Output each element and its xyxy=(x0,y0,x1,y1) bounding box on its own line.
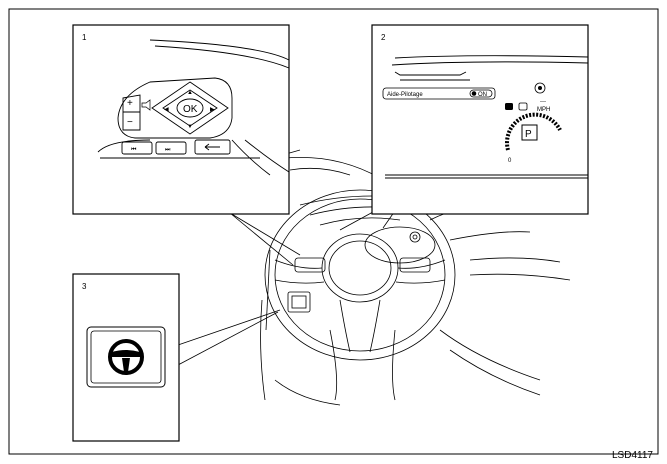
switch-pad xyxy=(97,39,290,176)
vehicle-ahead-icon xyxy=(505,103,513,110)
figure-frame xyxy=(8,8,659,455)
next-track-icon: ⏭ xyxy=(165,147,171,153)
volume-down-label: − xyxy=(127,117,133,128)
menu-item-highlight xyxy=(382,87,496,100)
callout-lines xyxy=(177,174,421,366)
display-bezel xyxy=(385,55,589,179)
panel-2-number: 2 xyxy=(381,33,386,42)
previous-track-icon: ⏮ xyxy=(131,147,137,153)
ok-button-label: OK xyxy=(183,104,198,115)
right-arrow-icon: ▶ xyxy=(210,107,215,113)
switch-labels: + − OK ▲ ▼ ◀ ▶ ⏮ ⏭ xyxy=(127,90,215,153)
gauge-zero-label: 0 xyxy=(508,158,512,164)
toggle-state: ON xyxy=(478,92,487,98)
panel-3-frame xyxy=(72,273,180,442)
steering-wheel-icon xyxy=(108,339,144,375)
panel-2: 2 Aide-Pilotage ON --- MPH P 0 xyxy=(371,24,589,215)
gauge-arc xyxy=(505,112,562,151)
gear-indicator: P xyxy=(525,129,532,140)
panel-1: 1 + − xyxy=(72,24,290,215)
panel-2-frame xyxy=(371,24,589,215)
panel-3-number: 3 xyxy=(82,282,87,291)
panel-1-number: 1 xyxy=(82,33,87,42)
panel-3: 3 xyxy=(72,273,180,442)
lane-keep-icon xyxy=(518,102,528,111)
indicator-inner xyxy=(90,330,162,384)
toggle-switch xyxy=(469,89,493,98)
up-arrow-icon: ▲ xyxy=(187,90,193,96)
figure-code: LSD4117 xyxy=(612,450,653,461)
steering-assist-icon xyxy=(534,82,546,94)
speed-unit: MPH xyxy=(537,107,550,113)
toggle-knob xyxy=(471,91,477,96)
volume-up-label: + xyxy=(127,98,133,109)
left-arrow-icon: ◀ xyxy=(164,107,169,113)
indicator-outer xyxy=(86,326,166,388)
menu-item-label: Aide-Pilotage xyxy=(387,92,423,98)
gear-indicator-box xyxy=(521,124,538,141)
speed-value: --- xyxy=(540,99,546,105)
speaker-icon xyxy=(141,99,151,111)
down-arrow-icon: ▼ xyxy=(187,124,193,130)
